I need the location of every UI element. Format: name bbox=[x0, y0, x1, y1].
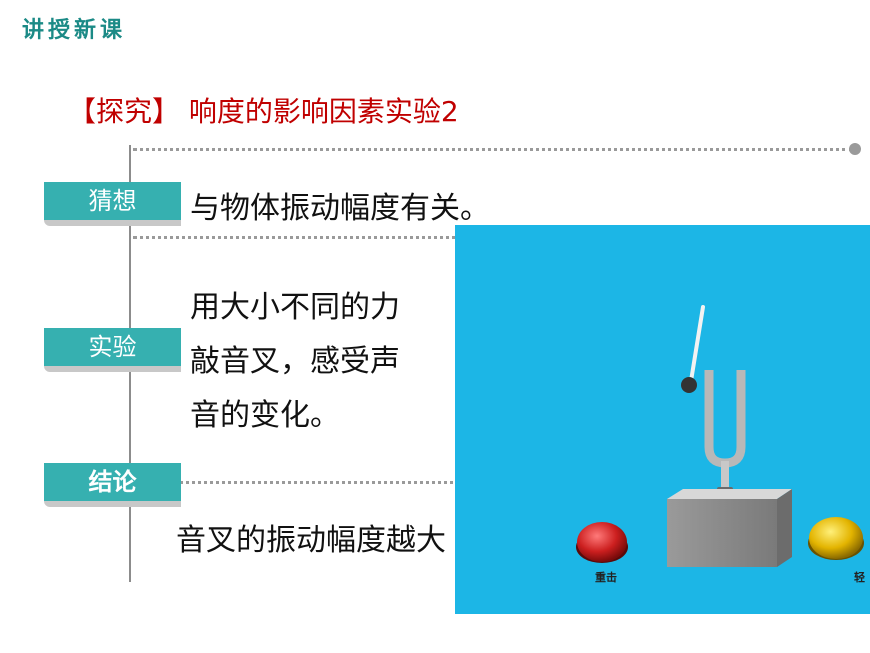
experiment-text-line-1: 用大小不同的力 bbox=[190, 290, 400, 325]
guess-label: 猜想 bbox=[44, 182, 181, 226]
conclusion-text: 音叉的振动幅度越大 bbox=[176, 523, 446, 558]
experiment-text-line-2: 敲音叉，感受声 bbox=[190, 344, 400, 379]
dotted-divider-middle bbox=[133, 236, 463, 239]
simulation-canvas bbox=[576, 305, 864, 567]
divider-end-dot bbox=[849, 143, 861, 155]
dotted-divider-bottom bbox=[180, 481, 465, 484]
tuning-fork bbox=[704, 370, 746, 501]
slide-heading: 【探究】 响度的影响因素实验2 bbox=[68, 95, 459, 128]
conclusion-label: 结论 bbox=[44, 463, 181, 507]
experiment-label: 实验 bbox=[44, 328, 181, 372]
heavy-strike-button-label: 重击 bbox=[595, 571, 617, 584]
light-strike-button[interactable] bbox=[808, 517, 864, 560]
light-strike-button-label: 轻 bbox=[854, 571, 865, 584]
heavy-strike-button[interactable] bbox=[576, 522, 628, 563]
experiment-text-line-3: 音的变化。 bbox=[190, 398, 340, 433]
sounding-box bbox=[667, 489, 792, 567]
section-title: 讲授新课 bbox=[22, 18, 127, 43]
tuning-fork-simulation: 重击 轻 bbox=[455, 225, 870, 614]
guess-text: 与物体振动幅度有关。 bbox=[190, 191, 490, 226]
dotted-divider-top bbox=[133, 148, 853, 151]
hammer[interactable] bbox=[681, 305, 705, 393]
